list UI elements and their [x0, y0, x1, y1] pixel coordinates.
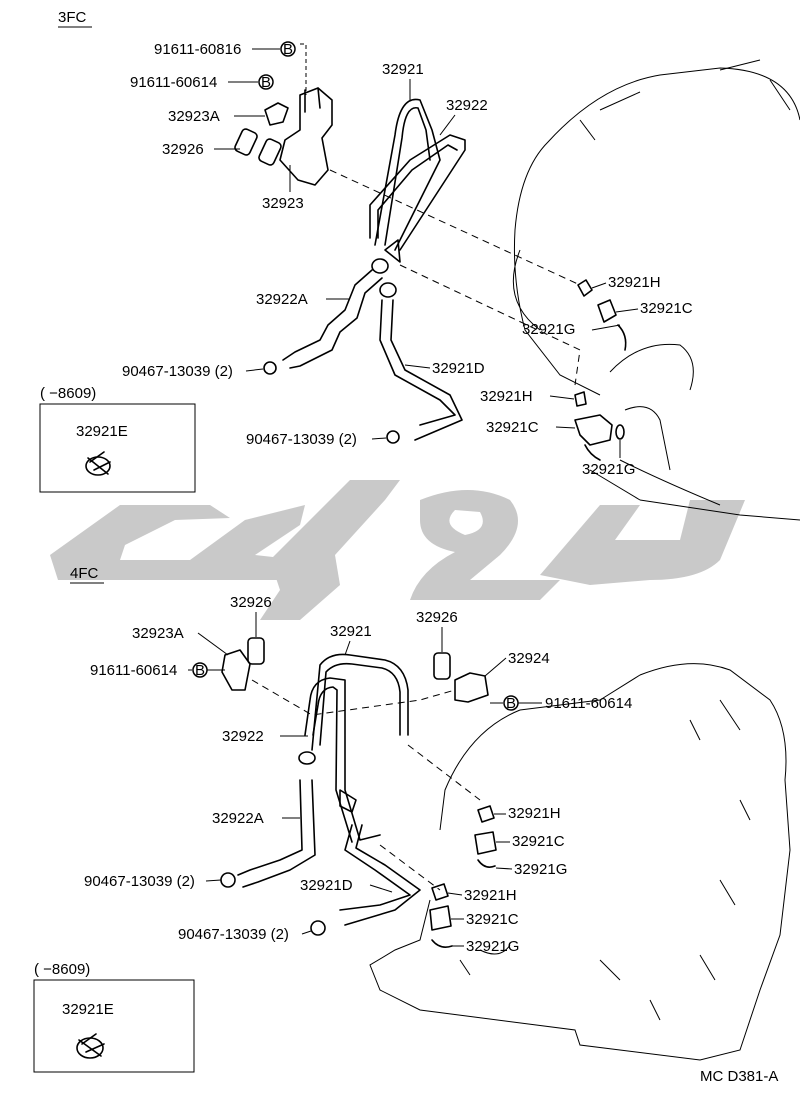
- hose-32921d-top: [379, 282, 463, 444]
- brackets-bottom: [221, 637, 489, 716]
- callout-clamp-90467: 90467-13039 (2): [84, 873, 195, 890]
- callout-32922a: 32922A: [212, 810, 264, 827]
- callout-32921: 32921: [330, 623, 372, 640]
- callout-32921h: 32921H: [608, 274, 661, 291]
- inset-box-bottom: ( −8609) 32921E: [33, 961, 195, 1073]
- callout-32921h: 32921H: [508, 805, 561, 822]
- callout-32923a: 32923A: [132, 625, 184, 642]
- fittings-top: [399, 264, 627, 461]
- callout-32921d: 32921D: [432, 360, 485, 377]
- watermark-logo: [50, 480, 745, 620]
- bolt-marker-label: B: [261, 74, 271, 91]
- hose-32922a-top: [263, 258, 389, 375]
- callout-32921g: 32921G: [522, 321, 575, 338]
- callout-32921h-2: 32921H: [464, 887, 517, 904]
- transmission-outline-bottom: [369, 663, 791, 1061]
- inset-range: ( −8609): [40, 385, 96, 402]
- callout-32921c: 32921C: [512, 833, 565, 850]
- tube-32921-top: [369, 98, 466, 263]
- callout-32921g-2: 32921G: [582, 461, 635, 478]
- callout-bolt-91611-60614: 91611-60614: [90, 662, 177, 679]
- callout-clamp-90467-2: 90467-13039 (2): [246, 431, 357, 448]
- inset-box-top: ( −8609) 32921E: [39, 385, 196, 493]
- hose-32921d-bottom: [310, 824, 421, 936]
- bolt-marker-label: B: [506, 695, 516, 712]
- bolt-marker-icon: [280, 41, 296, 57]
- callout-32921g: 32921G: [514, 861, 567, 878]
- bolt-marker-icon: [258, 74, 274, 90]
- callout-32924: 32924: [508, 650, 550, 667]
- bolt-marker-label: B: [195, 662, 205, 679]
- fittings-bottom: [379, 744, 497, 948]
- bolt-marker-label: B: [283, 41, 293, 58]
- clip-icon: [85, 451, 111, 476]
- callout-32922: 32922: [446, 97, 488, 114]
- inset-range: ( −8609): [34, 961, 90, 978]
- callout-bolt-91611-60614: 91611-60614: [130, 74, 217, 91]
- callout-bolt-91611-60816: 91611-60816: [154, 41, 241, 58]
- callout-32921c-2: 32921C: [466, 911, 519, 928]
- callout-32926-2: 32926: [416, 609, 458, 626]
- callout-32921h-2: 32921H: [480, 388, 533, 405]
- callout-32923: 32923: [262, 195, 304, 212]
- callout-32922: 32922: [222, 728, 264, 745]
- callout-clamp-90467-2: 90467-13039 (2): [178, 926, 289, 943]
- callout-clamp-90467: 90467-13039 (2): [122, 363, 233, 380]
- callout-32921c-2: 32921C: [486, 419, 539, 436]
- callout-32921g-2: 32921G: [466, 938, 519, 955]
- drawing-code: MC D381-A: [700, 1068, 778, 1085]
- transmission-outline-top: [512, 59, 800, 521]
- callout-32921d: 32921D: [300, 877, 353, 894]
- callouts-bottom: 32926 32923A 91611-60614 B 32921 32926 3…: [84, 594, 632, 955]
- bracket-assembly-top: [234, 43, 581, 286]
- section-title-3fc: 3FC: [58, 9, 87, 26]
- inset-part-32921e: 32921E: [62, 1001, 114, 1018]
- callout-32921c: 32921C: [640, 300, 693, 317]
- callout-32921: 32921: [382, 61, 424, 78]
- hose-32922a-bottom: [220, 751, 316, 888]
- callout-32926: 32926: [230, 594, 272, 611]
- callout-bolt-91611-60614-2: 91611-60614: [545, 695, 632, 712]
- tube-32921-bottom: [304, 653, 409, 843]
- clip-icon: [76, 1033, 105, 1059]
- callout-32923a: 32923A: [168, 108, 220, 125]
- inset-part-32921e: 32921E: [76, 423, 128, 440]
- callout-32922a: 32922A: [256, 291, 308, 308]
- callout-32926: 32926: [162, 141, 204, 158]
- callouts-top: 91611-60816 B 91611-60614 B 32923A 32926…: [122, 41, 693, 478]
- section-title-4fc: 4FC: [70, 565, 99, 582]
